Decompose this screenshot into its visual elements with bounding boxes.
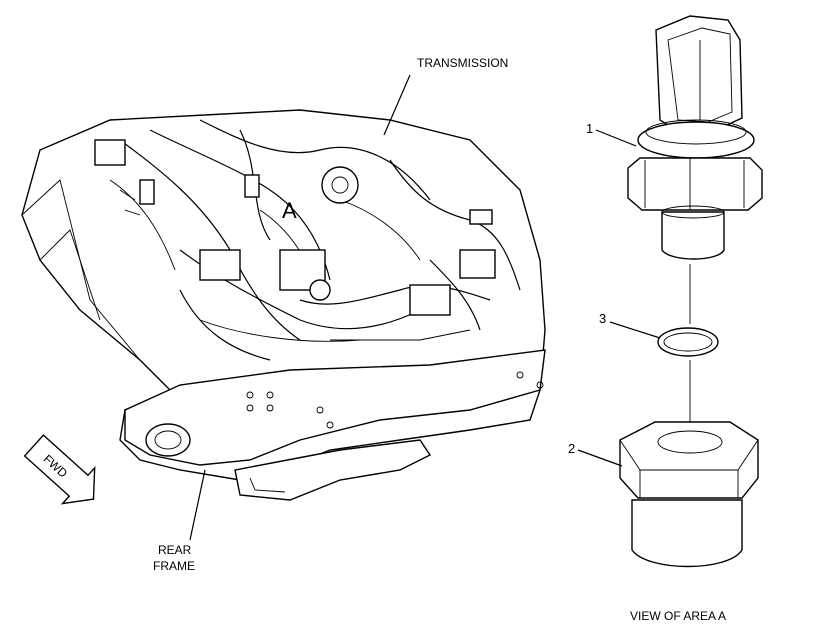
callout-2-leader xyxy=(577,449,623,467)
area-a-marker: A xyxy=(282,198,297,223)
o-ring xyxy=(657,327,719,357)
fwd-arrow-icon: FWD xyxy=(23,434,96,505)
callout-3-leader xyxy=(609,321,661,339)
rear-frame-label-line2: FRAME xyxy=(153,559,195,573)
callout-1: 1 xyxy=(586,121,593,136)
rear-frame-label-line1: REAR xyxy=(158,543,192,557)
rear-frame-leader xyxy=(189,469,206,541)
adapter-fitting xyxy=(619,421,759,568)
machine-assembly xyxy=(21,109,546,501)
transmission-label: TRANSMISSION xyxy=(417,56,508,70)
callout-1-leader xyxy=(595,129,637,147)
pressure-sensor xyxy=(627,15,763,260)
callout-3: 3 xyxy=(599,311,606,326)
callout-2: 2 xyxy=(568,441,575,456)
view-caption: VIEW OF AREA A xyxy=(630,609,726,623)
transmission-leader xyxy=(383,74,411,136)
